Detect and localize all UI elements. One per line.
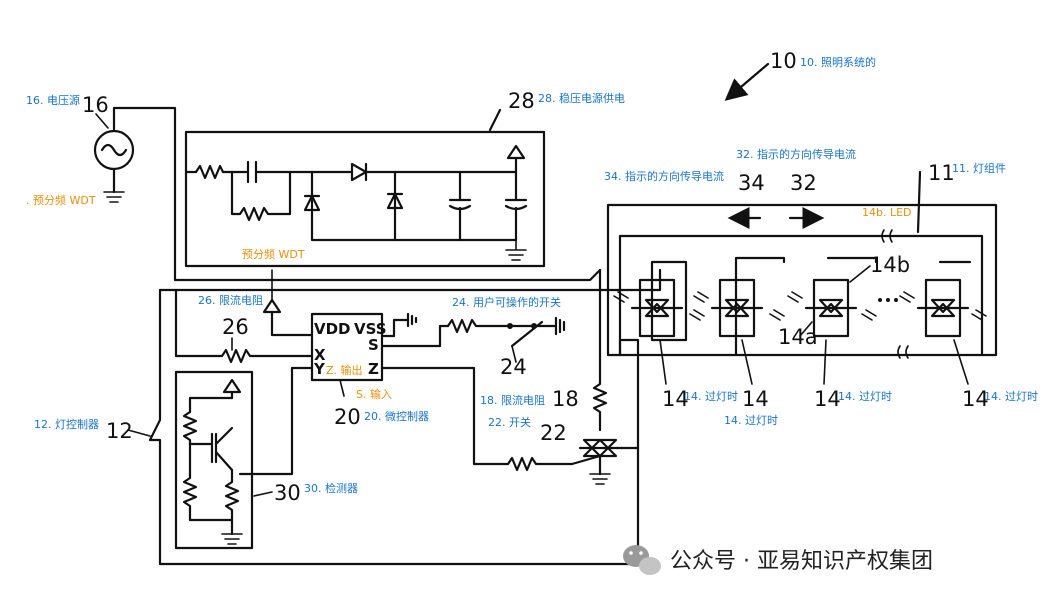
watermark-text: 公众号 · 亚易知识产权集团 bbox=[670, 549, 933, 574]
annotation-wdt-1: . 预分频 WDT bbox=[26, 193, 96, 207]
pin-vdd: VDD bbox=[314, 320, 351, 338]
detector bbox=[174, 370, 273, 550]
ref-11: 11 bbox=[928, 161, 955, 185]
annotation-18: 18. 限流电阻 bbox=[480, 393, 545, 407]
annotation-14b: 14b. LED bbox=[862, 206, 912, 219]
lamp-controller bbox=[148, 268, 662, 566]
regulated-power-supply bbox=[184, 108, 546, 268]
annotation-30: 30. 检测器 bbox=[304, 481, 358, 495]
pin-vss: VSS bbox=[354, 320, 387, 338]
ref-14-4: 14 bbox=[962, 387, 989, 411]
pin-x: X bbox=[314, 346, 326, 364]
switch-and-resistor bbox=[570, 268, 640, 485]
annotation-11: 11. 灯组件 bbox=[952, 161, 1006, 175]
annotation-28: 28. 稳压电源供电 bbox=[538, 91, 625, 105]
ref-32: 32 bbox=[790, 171, 817, 195]
ref-22: 22 bbox=[540, 421, 567, 445]
ref-18: 18 bbox=[552, 387, 579, 411]
annotation-22: 22. 开关 bbox=[488, 415, 531, 429]
watermark: 公众号 · 亚易知识产权集团 bbox=[623, 545, 933, 575]
ref-28: 28 bbox=[508, 89, 535, 113]
leader-12 bbox=[127, 429, 151, 437]
annotation-12: 12. 灯控制器 bbox=[34, 417, 99, 431]
annotation-10: 10. 照明系统的 bbox=[800, 55, 876, 69]
lamp-assembly bbox=[606, 170, 998, 359]
ref-16: 16 bbox=[82, 93, 109, 117]
annotation-s: S. 输入 bbox=[356, 387, 392, 401]
led-block-4 bbox=[878, 278, 987, 338]
annotation-20: 20. 微控制器 bbox=[364, 409, 429, 423]
led-block-3 bbox=[787, 265, 877, 338]
annotation-32: 32. 指示的方向传导电流 bbox=[736, 147, 856, 161]
pin-y: Y bbox=[313, 360, 326, 378]
annotation-26: 26. 限流电阻 bbox=[198, 293, 263, 307]
ref-30: 30 bbox=[274, 481, 301, 505]
ref-14b: 14b bbox=[870, 253, 910, 277]
annotation-14-2: 14. 过灯时 bbox=[724, 414, 778, 427]
leader-24 bbox=[511, 345, 517, 363]
ref-20: 20 bbox=[334, 405, 361, 429]
ref-10: 10 bbox=[770, 49, 797, 73]
system-arrow bbox=[724, 62, 770, 101]
annotation-16: 16. 电压源 bbox=[26, 93, 80, 107]
ref-14a: 14a bbox=[778, 325, 818, 349]
led-block-2 bbox=[693, 278, 785, 338]
ref-14-3: 14 bbox=[814, 387, 841, 411]
ref-14-1: 14 bbox=[662, 387, 689, 411]
annotation-24: 24. 用户可操作的开关 bbox=[452, 295, 561, 309]
leader-16 bbox=[95, 113, 109, 129]
voltage-source bbox=[93, 106, 602, 282]
microcontroller bbox=[238, 312, 574, 476]
pin-s: S bbox=[368, 336, 379, 354]
ref-24: 24 bbox=[500, 355, 527, 379]
annotation-z: Z. 输出 bbox=[326, 363, 363, 377]
annotation-wdt-2: 预分频 WDT bbox=[242, 247, 305, 261]
annotation-14-1: 14. 过灯时 bbox=[684, 390, 738, 403]
ref-12: 12 bbox=[106, 419, 133, 443]
ref-34: 34 bbox=[738, 171, 765, 195]
annotation-34: 34. 指示的方向传导电流 bbox=[604, 169, 724, 183]
annotation-14-3: 14. 过灯时 bbox=[838, 390, 892, 403]
led-block-1 bbox=[613, 278, 705, 338]
wechat-icon bbox=[623, 545, 661, 575]
annotation-14-4: 14. 过灯时 bbox=[984, 390, 1038, 403]
leaders-14 bbox=[659, 321, 969, 385]
ref-14-2: 14 bbox=[742, 387, 769, 411]
pin-z: Z bbox=[368, 360, 379, 378]
ref-26: 26 bbox=[222, 315, 249, 339]
